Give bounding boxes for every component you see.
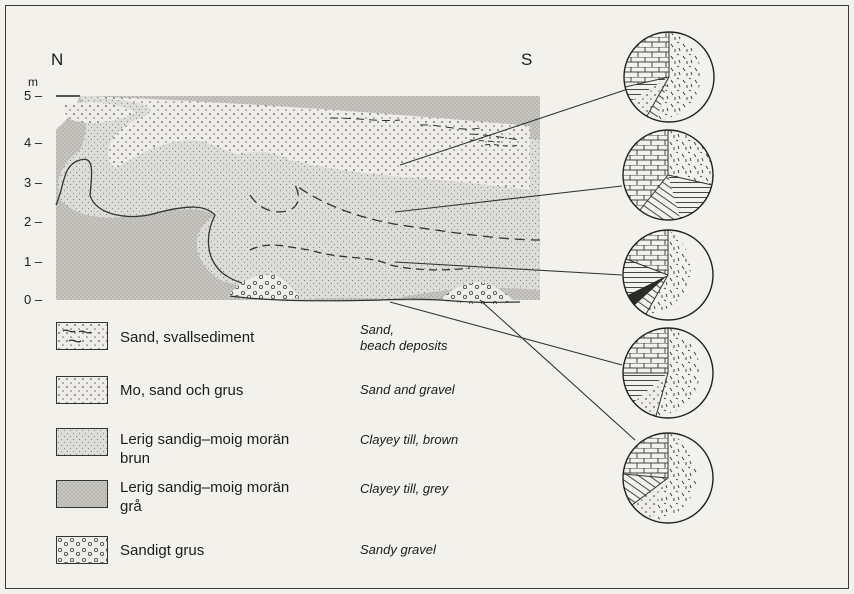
tick-3m: 3 – bbox=[24, 175, 42, 190]
legend-en-sandy-gravel: Sandy gravel bbox=[360, 542, 436, 558]
unit-label: m bbox=[28, 75, 38, 89]
legend-swatch-beach-sand bbox=[56, 322, 108, 350]
pie-chart-4 bbox=[623, 328, 713, 418]
north-label: N bbox=[51, 50, 63, 70]
legend-sv-beach-sand: Sand, svallsediment bbox=[120, 328, 254, 347]
legend-swatch-sand-gravel bbox=[56, 376, 108, 404]
legend-swatch-till-brown bbox=[56, 428, 108, 456]
pie-chart-1 bbox=[624, 32, 714, 122]
legend-swatch-till-grey bbox=[56, 480, 108, 508]
legend-sv-sandy-gravel: Sandigt grus bbox=[120, 541, 204, 560]
tick-2m: 2 – bbox=[24, 214, 42, 229]
legend-en-beach-sand: Sand, beach deposits bbox=[360, 322, 447, 354]
tick-5m: 5 – bbox=[24, 88, 42, 103]
legend-sv-till-brown: Lerig sandig–moig morän brun bbox=[120, 430, 289, 468]
pie-chart-3 bbox=[623, 230, 713, 320]
south-label: S bbox=[521, 50, 532, 70]
legend-sv-sand-gravel: Mo, sand och grus bbox=[120, 381, 243, 400]
legend-en-sand-gravel: Sand and gravel bbox=[360, 382, 455, 398]
tick-1m: 1 – bbox=[24, 254, 42, 269]
legend-en-till-grey: Clayey till, grey bbox=[360, 481, 448, 497]
legend-sv-till-grey: Lerig sandig–moig morän grå bbox=[120, 478, 289, 516]
legend-en-till-brown: Clayey till, brown bbox=[360, 432, 458, 448]
tick-4m: 4 – bbox=[24, 135, 42, 150]
pie-chart-2 bbox=[623, 130, 713, 220]
legend-swatch-sandy-gravel bbox=[56, 536, 108, 564]
tick-0m: 0 – bbox=[24, 292, 42, 307]
pie-chart-5 bbox=[623, 433, 713, 523]
